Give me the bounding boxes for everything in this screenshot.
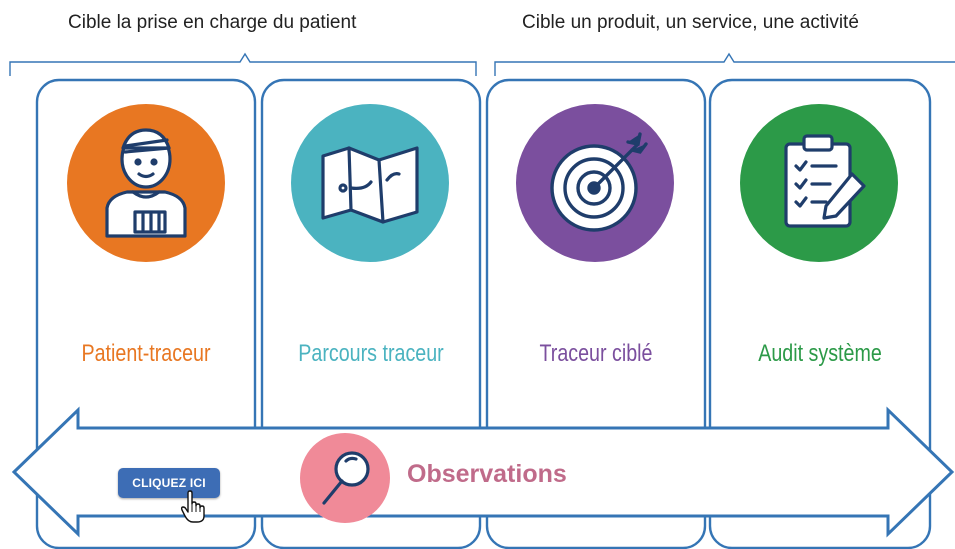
group-label-product: Cible un produit, un service, une activi… [522,12,859,33]
patient-icon [67,104,225,262]
hand-pointer-icon [180,490,205,523]
card-label-traceur-cible: Traceur ciblé [539,340,653,367]
card-frame-parcours [260,78,482,549]
card-frame-patient [35,78,257,549]
bracket-product [494,52,955,76]
card-label-audit-systeme: Audit système [758,340,882,367]
card-frame-traceur [485,78,707,549]
card-label-patient-traceur: Patient-traceur [81,340,211,367]
magnifier-icon [300,433,390,523]
group-label-patient: Cible la prise en charge du patient [68,12,357,33]
cliquez-ici-button[interactable]: CLIQUEZ ICI [118,468,220,498]
card-frame-audit [708,78,932,549]
clipboard-icon [740,104,898,262]
double-arrow [11,406,955,538]
map-icon [291,104,449,262]
observations-label: Observations [407,460,567,488]
bracket-patient [9,52,477,76]
target-icon [516,104,674,262]
card-label-parcours-traceur: Parcours traceur [298,340,444,367]
